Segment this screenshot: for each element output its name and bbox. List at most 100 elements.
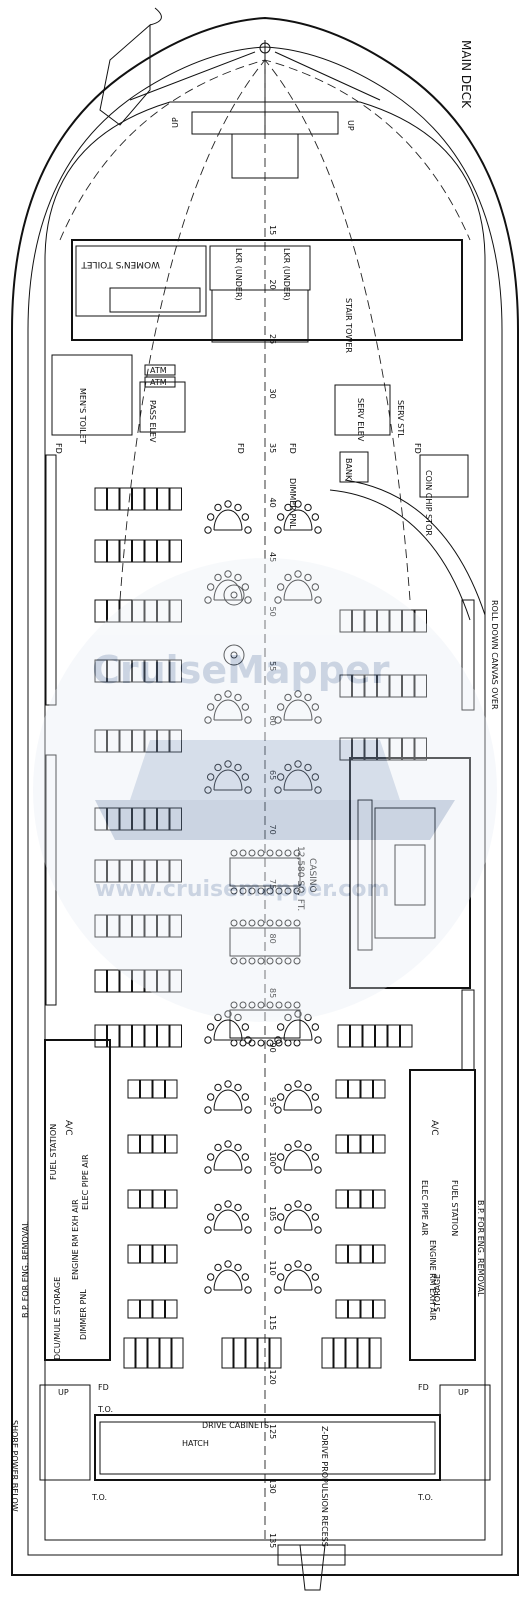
roll-down-canvas-label: ROLL DOWN CANVAS OVER <box>490 600 499 710</box>
station-number: 15 <box>268 225 277 235</box>
slot-row <box>94 859 182 883</box>
slot-row <box>127 1189 178 1209</box>
to-marker: T.O. <box>91 1493 107 1502</box>
slot-row <box>94 729 182 753</box>
station-number: 40 <box>268 498 277 508</box>
bp-removal-right-label: B.P. FOR ENG. REMOVAL <box>476 1200 485 1297</box>
slot-row <box>335 1079 386 1099</box>
bank-label: BANK <box>344 458 353 481</box>
up-marker: UP <box>458 1388 469 1397</box>
slot-row <box>339 737 427 761</box>
engine-rm-exh-air-right-label: ENGINE RM EXH AIR <box>428 1240 437 1321</box>
dcu-storage-label: DCU/MULE STORAGE <box>53 1277 62 1360</box>
station-number: 95 <box>268 1097 277 1107</box>
watermark-brand: CruiseMapper <box>92 648 390 692</box>
station-number: 130 <box>268 1479 277 1494</box>
roulette-table <box>223 584 245 606</box>
serv-elev-label: SERV ELEV <box>356 398 365 442</box>
gaming-table <box>274 1260 322 1294</box>
fd-marker: FD <box>288 443 297 454</box>
up-marker: UP <box>58 1388 69 1397</box>
station-number: 115 <box>268 1315 277 1330</box>
craps-table <box>229 1001 301 1047</box>
slot-row <box>335 1244 386 1264</box>
gaming-table <box>204 1080 252 1114</box>
atm-1-label: ATM <box>150 366 167 375</box>
womens-toilet-label: WOMEN'S TOILET <box>81 259 160 269</box>
station-number: 20 <box>268 280 277 290</box>
slot-row <box>94 599 182 623</box>
gaming-table <box>274 570 322 604</box>
gaming-table <box>204 690 252 724</box>
slot-row <box>339 674 427 698</box>
lkr-under-right-label: LKR (UNDER) <box>282 248 291 301</box>
stern-boat-icon <box>277 1544 346 1591</box>
bow-boat-icon <box>99 7 162 126</box>
station-number: 135 <box>268 1533 277 1548</box>
station-number: 80 <box>268 934 277 944</box>
watermark-url: www.cruisemapper.com <box>95 877 389 902</box>
slot-row <box>94 659 182 683</box>
craps-table <box>229 849 301 895</box>
slot-row <box>123 1337 184 1369</box>
slot-row <box>94 539 182 563</box>
gaming-table <box>204 1200 252 1234</box>
station-number: 60 <box>268 716 277 726</box>
fuel-station-left-label: FUEL STATION <box>49 1124 58 1180</box>
dimmer-pnl-top-label: DIMMER PNL <box>288 478 297 529</box>
pass-elev-label: PASS ELEV <box>148 400 157 443</box>
slot-row <box>221 1337 282 1369</box>
station-labels: 1520253035404550556065707580859095100105… <box>268 225 277 1548</box>
engine-rm-exh-air-left-label: ENGINE RM EXH AIR <box>71 1199 80 1280</box>
side-slot-walls <box>45 454 475 1071</box>
slot-row <box>94 914 182 938</box>
slot-row <box>94 807 182 831</box>
deck-title: MAIN DECK <box>459 40 473 109</box>
gaming-tables <box>204 500 322 1294</box>
gaming-table <box>274 690 322 724</box>
slot-row <box>127 1299 178 1319</box>
station-number: 35 <box>268 443 277 453</box>
station-number: 55 <box>268 661 277 671</box>
fd-marker: FD <box>418 1383 429 1392</box>
gaming-table <box>274 1140 322 1174</box>
slot-row <box>127 1244 178 1264</box>
casino-area-label: 12,580 SQ. FT. <box>295 846 305 911</box>
coin-chip-stor-label: COIN CHIP STOR <box>424 470 433 536</box>
slot-row <box>337 1024 413 1048</box>
ac-left-label: A/C <box>63 1120 73 1135</box>
station-number: 85 <box>268 988 277 998</box>
drive-cabinets-label: DRIVE CABINETS <box>202 1421 269 1430</box>
slot-machine-rows <box>94 487 427 1369</box>
slot-row <box>94 1024 182 1048</box>
casino-label: CASINO <box>307 858 317 893</box>
mens-toilet-label: MEN'S TOILET <box>78 388 87 444</box>
to-marker: T.O. <box>97 1405 113 1414</box>
slot-row <box>127 1134 178 1154</box>
slot-row <box>335 1134 386 1154</box>
hatch-label: HATCH <box>182 1439 209 1448</box>
gaming-table <box>274 760 322 794</box>
up-marker: UP <box>346 120 355 131</box>
elec-pipe-air-left-label: ELEC PIPE AIR <box>81 1154 90 1210</box>
slot-row <box>94 969 182 993</box>
station-number: 120 <box>268 1370 277 1385</box>
roulette-table <box>223 644 245 666</box>
gaming-table <box>204 1260 252 1294</box>
dimmer-pnl-left-label: DIMMER PNL <box>79 1289 88 1340</box>
hull-outline <box>11 16 519 1576</box>
station-number: 70 <box>268 825 277 835</box>
to-marker: T.O. <box>417 1493 433 1502</box>
fuel-station-right-label: FUEL STATION <box>450 1180 459 1236</box>
fd-marker: FD <box>54 443 63 454</box>
up-marker: UP <box>171 117 180 128</box>
gaming-table <box>274 1080 322 1114</box>
slot-row <box>335 1299 386 1319</box>
gaming-table <box>274 1200 322 1234</box>
station-number: 100 <box>268 1152 277 1167</box>
propulsion-recess-label: Z-DRIVE PROPULSION RECESS <box>320 1426 329 1547</box>
station-number: 90 <box>268 1043 277 1053</box>
slot-row <box>335 1189 386 1209</box>
station-number: 110 <box>268 1261 277 1276</box>
fd-marker: FD <box>98 1383 109 1392</box>
